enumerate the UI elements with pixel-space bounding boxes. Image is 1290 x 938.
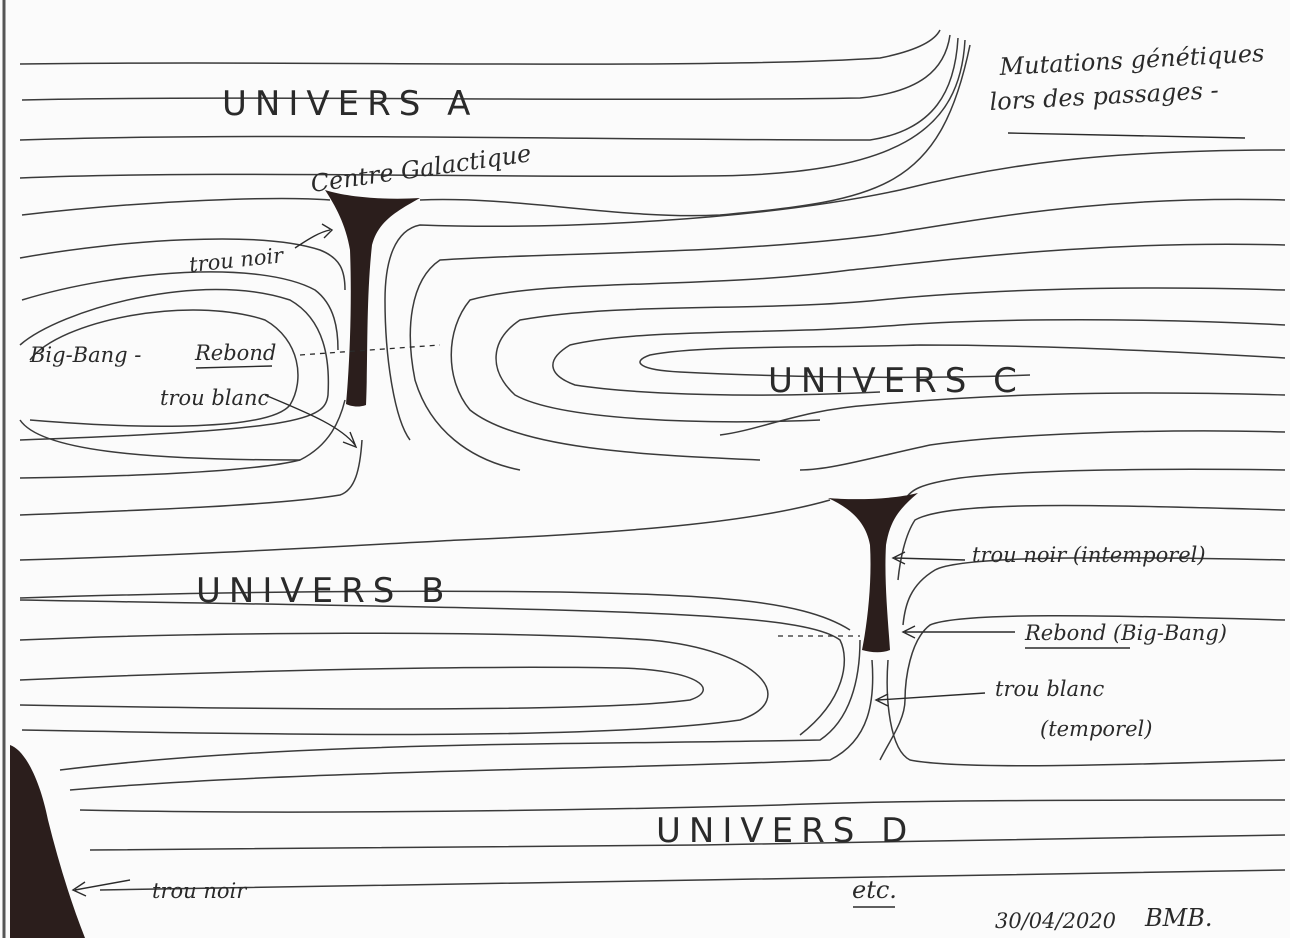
- rebound-left-underline: [195, 365, 273, 369]
- arrow-rebond-b: [901, 625, 1015, 639]
- signature: BMB.: [1144, 904, 1212, 932]
- black-hole-1-label: trou noir: [188, 243, 286, 277]
- universe-c-label: UNIVERS C: [768, 361, 1025, 401]
- mutations-line1: Mutations génétiques: [998, 39, 1265, 81]
- black-hole-a: [325, 190, 420, 407]
- universe-a-label: UNIVERS A: [222, 84, 478, 124]
- black-hole-2-label: trou noir (intemporel): [972, 543, 1206, 567]
- rebound-left-label: Rebond: [194, 341, 276, 365]
- arrow-trou-blanc-a: [264, 394, 358, 449]
- universe-b-label: UNIVERS B: [196, 571, 452, 611]
- arrow-trou-blanc-b: [874, 692, 986, 707]
- rebound-right-label: Rebond (Big-Bang): [1024, 621, 1227, 645]
- flow-lines: [19, 29, 1286, 891]
- white-hole-right-1-label: trou blanc: [995, 677, 1105, 701]
- big-bang-left-label: Big-Bang -: [29, 343, 141, 367]
- date-label: 30/04/2020: [995, 909, 1116, 933]
- mutations-underline: [1007, 132, 1246, 139]
- mutations-line2: lors des passages -: [989, 76, 1219, 116]
- universe-d-label: UNIVERS D: [656, 811, 915, 851]
- white-hole-right-2-label: (temporel): [1040, 717, 1152, 741]
- arrow-trou-noir-c: [71, 879, 131, 897]
- black-hole-c: [10, 745, 85, 938]
- white-hole-left-label: trou blanc: [160, 386, 270, 410]
- black-hole-3-label: trou noir: [152, 879, 248, 903]
- black-hole-b: [828, 493, 918, 653]
- arrow-trou-noir-b: [891, 551, 966, 565]
- rebound-dash-left: [299, 344, 441, 356]
- arrow-trou-noir-a: [294, 223, 334, 249]
- galactic-center-label: Centre Galactique: [309, 139, 533, 198]
- etc-label: etc.: [852, 876, 897, 904]
